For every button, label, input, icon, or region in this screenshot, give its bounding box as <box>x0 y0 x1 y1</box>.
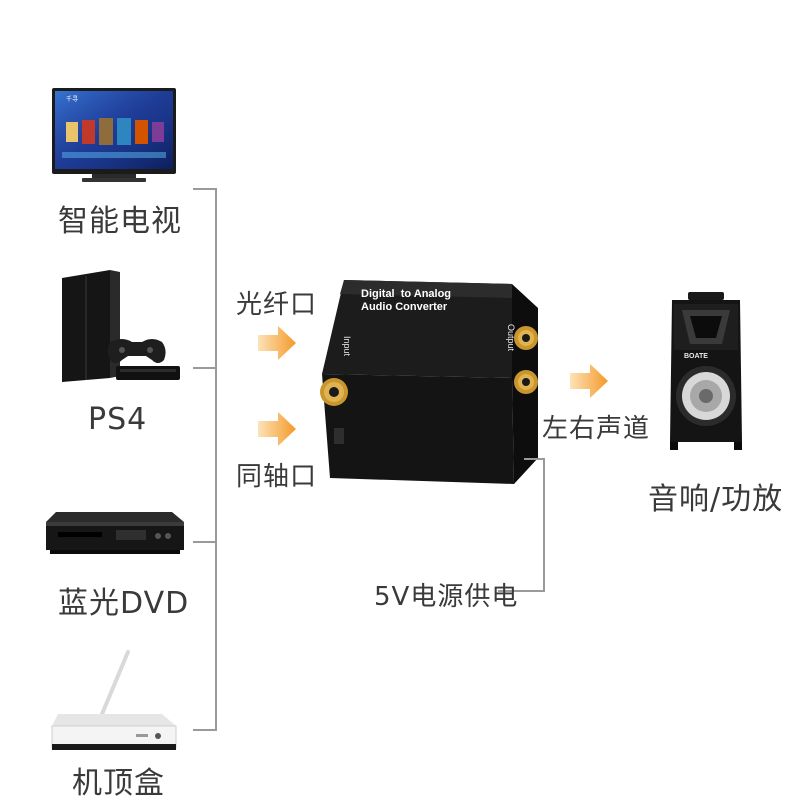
output-device-label: 音响/功放 <box>648 482 784 517</box>
source-label-bluray-dvd: 蓝光DVD <box>58 586 190 621</box>
optical-arrow-icon <box>258 326 296 360</box>
power-bracket-vertical <box>543 458 545 592</box>
converter-title-line1: Digital to Analog <box>361 288 452 300</box>
source-bracket-tick-tv <box>193 188 217 190</box>
tv-screen-logo: 千寻 <box>66 96 79 103</box>
ps4-console-icon <box>62 270 180 382</box>
coaxial-input-label: 同轴口 <box>236 462 318 492</box>
source-bracket-vertical <box>215 188 217 730</box>
converter-box <box>320 280 538 484</box>
bluray-dvd-player-icon <box>46 512 184 554</box>
speaker-icon <box>670 292 742 450</box>
output-arrow-icon <box>570 364 608 398</box>
converter-title-line2: Audio Converter <box>361 301 448 313</box>
set-top-box-icon <box>51 650 177 750</box>
source-bracket-tick-dvd <box>193 541 217 543</box>
source-label-smart-tv: 智能电视 <box>58 204 182 239</box>
speaker-brand: BOATE <box>684 353 708 360</box>
smart-tv-icon <box>52 88 176 182</box>
source-bracket-tick-ps4 <box>193 367 217 369</box>
output-channel-label: 左右声道 <box>542 414 651 444</box>
power-supply-label: 5V电源供电 <box>374 582 519 612</box>
optical-input-label: 光纤口 <box>236 290 318 320</box>
source-label-ps4: PS4 <box>88 402 148 437</box>
power-bracket-top <box>524 458 544 460</box>
power-bracket-bottom <box>498 590 545 592</box>
coaxial-arrow-icon <box>258 412 296 446</box>
converter-output-label: Output <box>506 324 516 352</box>
source-label-set-top-box: 机顶盒 <box>72 766 165 801</box>
converter-input-label: Input <box>342 336 352 357</box>
source-bracket-tick-stb <box>193 729 217 731</box>
